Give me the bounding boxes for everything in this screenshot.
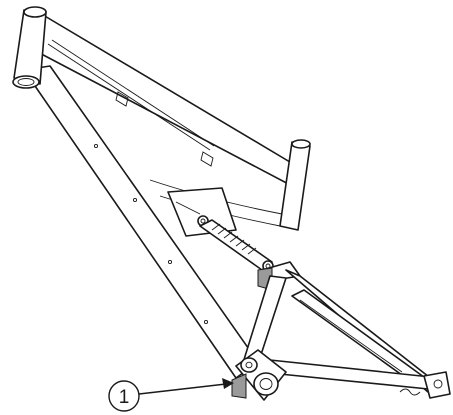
head-tube xyxy=(12,6,47,89)
callout-1: 1 xyxy=(108,380,140,412)
seat-tube xyxy=(149,139,311,237)
callout-1-circle xyxy=(108,380,140,412)
rear-triangle xyxy=(241,261,441,393)
rear-shock xyxy=(197,215,274,272)
callout-1-number: 1 xyxy=(119,387,130,408)
callout-1-leader xyxy=(138,378,234,395)
rear-dropout xyxy=(399,371,451,399)
bottom-bracket xyxy=(231,349,287,401)
